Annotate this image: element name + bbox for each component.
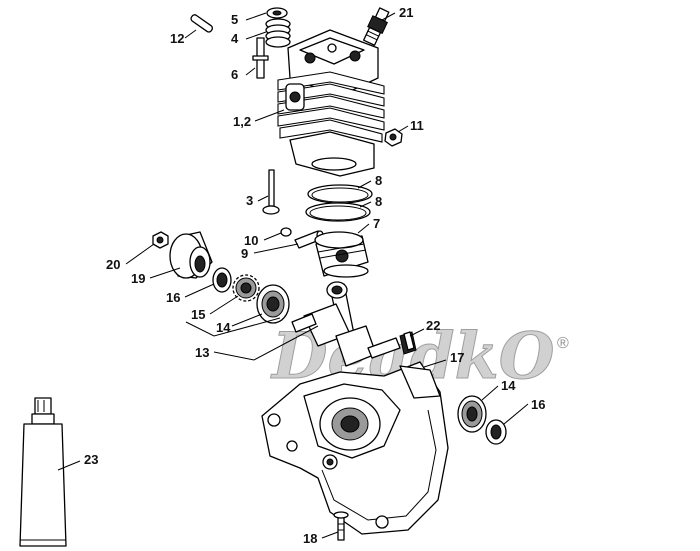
callout-8-lower: 8 xyxy=(375,194,382,209)
part-17-crankcase xyxy=(261,361,449,535)
callout-20: 20 xyxy=(106,257,120,272)
callout-11: 11 xyxy=(410,118,424,133)
callout-15: 15 xyxy=(191,307,205,322)
part-5-spring-retainer xyxy=(266,7,288,19)
part-19-hub xyxy=(169,231,213,279)
part-4-valve-spring xyxy=(265,18,291,48)
callout-13: 13 xyxy=(195,345,209,360)
part-18-screw xyxy=(333,511,349,541)
part-3-valve xyxy=(262,169,280,215)
callout-3: 3 xyxy=(246,193,253,208)
callout-labels: 5 4 12 21 6 1,2 11 3 8 8 7 10 9 20 19 16… xyxy=(84,5,545,546)
callout-12: 12 xyxy=(170,31,184,46)
callout-7: 7 xyxy=(373,216,380,231)
part-14-bearing-right xyxy=(457,395,487,433)
callout-14-left: 14 xyxy=(216,320,231,335)
part-14-bearing-left xyxy=(256,284,290,324)
part-15-gear xyxy=(232,274,260,302)
callout-6: 6 xyxy=(231,67,238,82)
callout-23: 23 xyxy=(84,452,98,467)
callout-19: 19 xyxy=(131,271,145,286)
callout-8-upper: 8 xyxy=(375,173,382,188)
part-8-ring-lower xyxy=(305,202,371,222)
part-10-circlip xyxy=(280,227,292,237)
callout-21: 21 xyxy=(399,5,413,20)
callout-18: 18 xyxy=(303,531,317,546)
leader-lines xyxy=(57,12,529,539)
callout-22: 22 xyxy=(426,318,440,333)
part-7-piston xyxy=(314,231,369,278)
callout-9: 9 xyxy=(241,246,248,261)
part-23-grease-tube xyxy=(19,397,67,547)
callout-10: 10 xyxy=(244,233,258,248)
callout-14-right: 14 xyxy=(501,378,516,393)
part-8-ring-upper xyxy=(307,184,373,204)
part-21-spark-plug xyxy=(362,7,390,46)
part-12-pin xyxy=(190,14,214,33)
callout-1-2: 1,2 xyxy=(233,114,251,129)
part-22-clip xyxy=(399,331,417,355)
part-16-seal-left xyxy=(212,267,232,293)
part-13-crankshaft xyxy=(291,281,401,367)
part-20-nut xyxy=(152,231,169,249)
part-1-2-cylinder xyxy=(277,29,385,177)
callout-17: 17 xyxy=(450,350,464,365)
part-11-nut xyxy=(384,128,403,147)
callout-5: 5 xyxy=(231,12,238,27)
part-16-seal-right xyxy=(485,419,507,445)
registered-mark: ® xyxy=(557,335,569,352)
callout-4: 4 xyxy=(231,31,239,46)
callout-16-right: 16 xyxy=(531,397,545,412)
callout-16-left: 16 xyxy=(166,290,180,305)
part-6-stud xyxy=(252,37,269,79)
